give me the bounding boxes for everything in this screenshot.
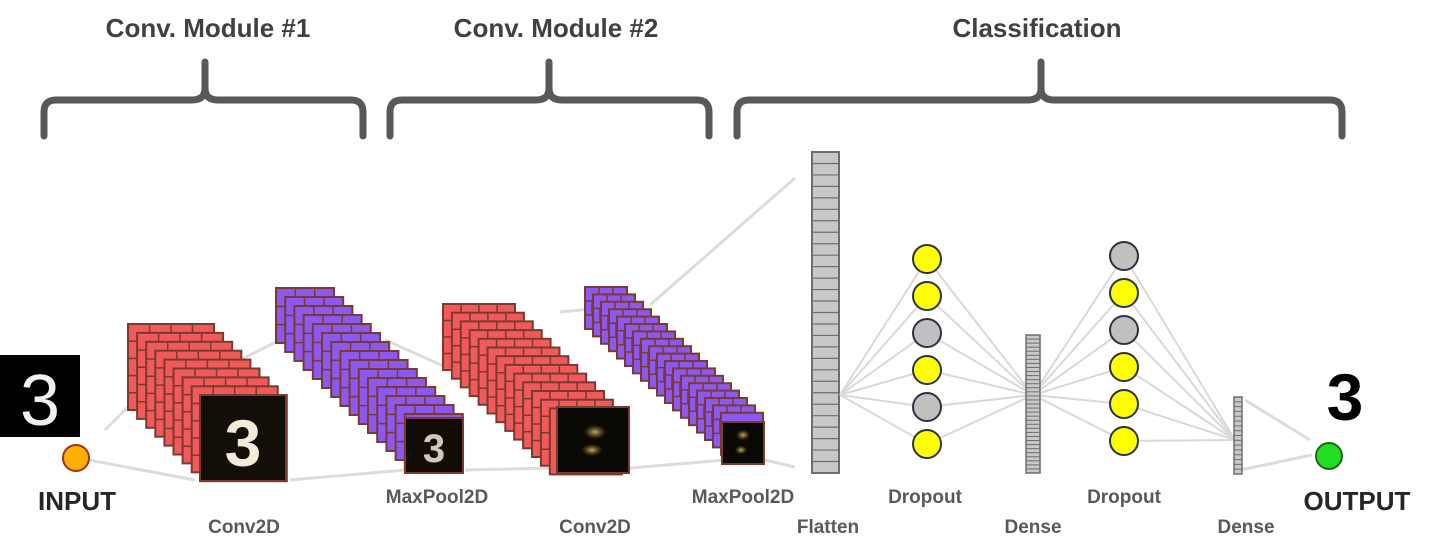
module-title-classification: Classification [952, 13, 1121, 43]
brace-classification [733, 58, 1346, 140]
maxpool-1-activation-image: 3 [404, 417, 464, 474]
brace-conv1 [40, 58, 367, 140]
connection [926, 332, 1034, 396]
label-conv2d-2: Conv2D [559, 517, 631, 538]
maxpool-2-activation-image [721, 421, 765, 465]
label-dense-2: Dense [1217, 517, 1274, 538]
dropout-1-node [912, 392, 942, 422]
label-output: OUTPUT [1304, 486, 1411, 516]
connection [926, 369, 1034, 396]
label-flatten: Flatten [797, 517, 859, 538]
connection [1032, 292, 1125, 396]
connection [839, 369, 928, 396]
conv2d-1-activation-image: 3 [199, 394, 287, 482]
svg-text:3: 3 [423, 427, 445, 471]
connection [926, 258, 1034, 396]
dropout-2-node [1109, 315, 1139, 345]
label-maxpool-1: MaxPool2D [386, 487, 488, 508]
connection [1032, 366, 1125, 396]
connection [839, 295, 928, 396]
connection [1032, 394, 1125, 442]
label-input: INPUT [38, 486, 116, 516]
connection [1123, 255, 1236, 441]
dropout-2-node [1109, 241, 1139, 271]
svg-text:3: 3 [225, 406, 262, 480]
connection [1032, 394, 1125, 405]
output-node [1315, 442, 1343, 470]
connection [926, 394, 1034, 445]
module-title-conv1: Conv. Module #1 [106, 13, 311, 43]
module-title-conv2: Conv. Module #2 [454, 13, 659, 43]
connection [1123, 439, 1236, 442]
connection [926, 295, 1034, 396]
dropout-2-node [1109, 389, 1139, 419]
svg-text:3: 3 [20, 361, 60, 441]
dropout-1-node [912, 244, 942, 274]
connection [839, 258, 928, 396]
layer-connections [77, 176, 1313, 482]
label-conv2d-1: Conv2D [208, 517, 280, 538]
dropout-1-node [912, 281, 942, 311]
label-dropout-2: Dropout [1087, 487, 1162, 508]
fully-connected-network [839, 241, 1236, 459]
connection [926, 394, 1034, 408]
dropout-2-node [1109, 426, 1139, 456]
label-dropout-1: Dropout [888, 487, 963, 508]
dropout-1-node [912, 355, 942, 385]
connection [1123, 366, 1236, 441]
dropout-2-node [1109, 278, 1139, 308]
conv2d-2-activation-image [556, 406, 630, 474]
connection [1123, 329, 1236, 441]
brace-conv2 [386, 58, 713, 140]
connection [1123, 292, 1236, 441]
dropout-1-node [912, 318, 942, 348]
input-digit-image: 3 [0, 355, 80, 441]
dropout-1-node [912, 429, 942, 459]
dense-2-layer [1233, 396, 1243, 475]
connection [1123, 403, 1236, 441]
connection [1032, 255, 1125, 396]
connection [839, 332, 928, 396]
input-node [62, 444, 90, 472]
output-digit: 3 [1327, 360, 1364, 434]
connection [839, 394, 928, 445]
dropout-2-node [1109, 352, 1139, 382]
dense-1-layer [1025, 334, 1041, 474]
label-maxpool-2: MaxPool2D [692, 487, 794, 508]
flatten-layer [811, 151, 840, 474]
label-dense-1: Dense [1004, 517, 1061, 538]
connection [1032, 329, 1125, 396]
